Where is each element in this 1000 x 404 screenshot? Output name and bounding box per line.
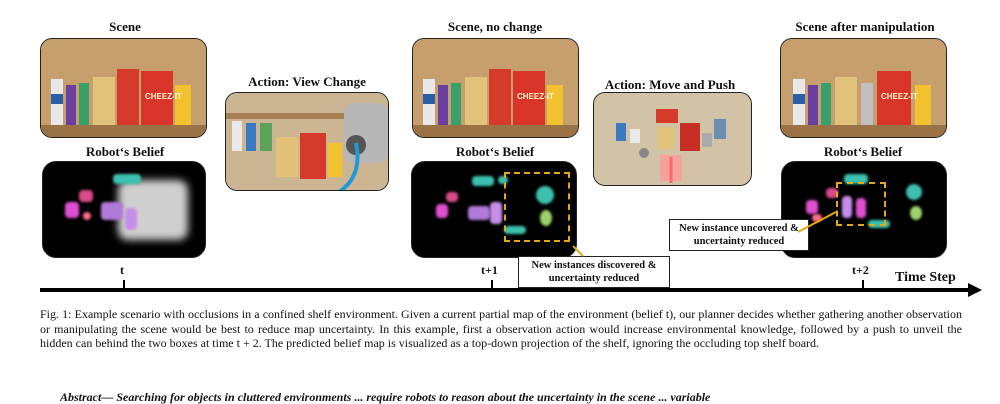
uncover-highlight <box>836 182 886 226</box>
object-blob <box>812 214 822 222</box>
tick-label-t: t <box>120 263 124 277</box>
object-blob <box>490 202 502 224</box>
object-blob <box>113 174 141 184</box>
tick-label-t2: t+2 <box>852 263 869 277</box>
belief-map-t1 <box>411 161 577 258</box>
figure-caption: Fig. 1: Example scenario with occlusions… <box>40 307 962 350</box>
belief-map-t <box>42 161 206 258</box>
scene-t-title: Scene <box>109 19 141 34</box>
action-push-title: Action: Move and Push <box>604 77 736 92</box>
scene-t2-title: Scene after manipulation <box>795 19 935 34</box>
object-blob <box>906 184 922 200</box>
time-axis-arrow <box>968 283 982 297</box>
callout-t1-pointer <box>572 245 584 257</box>
action-view-title: Action: View Change <box>248 74 366 89</box>
object-blob <box>498 176 508 184</box>
object-blob <box>468 206 490 220</box>
belief-t-title: Robot‘s Belief <box>85 144 165 159</box>
object-blob <box>446 192 458 202</box>
callout-t1: New instances discovered & uncertainty r… <box>518 256 670 288</box>
cheezit-label: CHEEZ-IT <box>881 92 918 101</box>
cheezit-label: CHEEZ-IT <box>517 92 554 101</box>
object-blob <box>83 212 91 220</box>
tick-label-t1: t+1 <box>481 263 498 277</box>
action-push-photo <box>593 92 752 186</box>
time-axis-label: Time Step <box>895 270 956 285</box>
abstract-start: Abstract— Searching for objects in clutt… <box>60 390 711 404</box>
discovery-highlight <box>504 172 570 242</box>
object-blob <box>856 198 866 218</box>
object-blob <box>842 196 852 218</box>
scene-t1-photo: CHEEZ-IT <box>412 38 579 138</box>
scene-t1-title: Scene, no change <box>447 19 543 34</box>
belief-t2-title: Robot‘s Belief <box>823 144 903 159</box>
object-blob <box>472 176 494 186</box>
object-blob <box>540 210 552 226</box>
belief-t1-title: Robot‘s Belief <box>455 144 535 159</box>
callout-t2-pointer <box>797 211 837 233</box>
object-blob <box>125 208 137 230</box>
object-blob <box>910 206 922 220</box>
action-view-photo <box>225 92 389 191</box>
scene-t-photo: CHEEZ-IT <box>40 38 207 138</box>
object-blob <box>826 188 838 198</box>
object-blob <box>65 202 79 218</box>
object-blob <box>101 202 123 220</box>
object-blob <box>536 186 554 204</box>
cheezit-label: CHEEZ-IT <box>145 92 182 101</box>
object-blob <box>504 226 526 234</box>
object-blob <box>844 174 868 184</box>
object-blob <box>436 204 448 218</box>
object-blob <box>79 190 93 202</box>
callout-t2: New instance uncovered & uncertainty red… <box>669 219 809 251</box>
shelf-illustration: CHEEZ-IT <box>41 39 206 137</box>
object-blob <box>806 200 818 214</box>
scene-t2-photo: CHEEZ-IT <box>780 38 947 138</box>
